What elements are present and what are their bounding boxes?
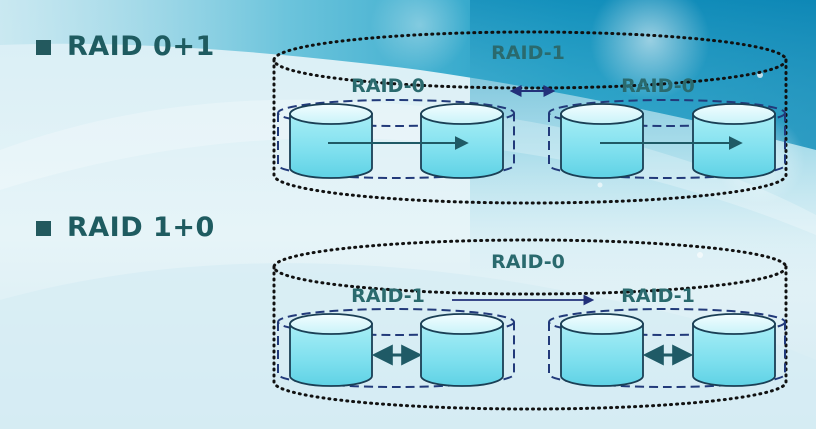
raid-1-plus-0-left-group (277, 308, 515, 388)
raid-0-plus-1-left-group (277, 99, 515, 179)
heading-raid-1-plus-0: RAID 1+0 (36, 212, 215, 243)
raid-1-plus-0-right-group-label: RAID-1 (621, 285, 695, 307)
disk-icon (289, 103, 373, 179)
raid-1-plus-0-left-group-label: RAID-1 (351, 285, 425, 307)
disk-icon (560, 313, 644, 387)
raid-1-plus-0-diagram: RAID-0 RAID-1 RAID-1 (272, 238, 788, 411)
raid-0-plus-1-outer-label: RAID-1 (491, 42, 565, 64)
square-bullet-icon (36, 221, 51, 236)
disk-icon (420, 103, 504, 179)
raid-0-plus-1-right-group-label: RAID-0 (621, 75, 695, 97)
raid-1-plus-0-outer-container (272, 238, 788, 411)
raid-0-plus-1-outer-container (272, 30, 788, 205)
heading-raid-1-plus-0-text: RAID 1+0 (67, 212, 215, 243)
heading-raid-0-plus-1: RAID 0+1 (36, 31, 215, 62)
raid-0-plus-1-left-group-label: RAID-0 (351, 75, 425, 97)
disk-icon (692, 103, 776, 179)
disk-icon (289, 313, 373, 387)
square-bullet-icon (36, 40, 51, 55)
disk-icon (420, 313, 504, 387)
heading-raid-0-plus-1-text: RAID 0+1 (67, 31, 215, 62)
raid-1-plus-0-outer-label: RAID-0 (491, 251, 565, 273)
disk-icon (560, 103, 644, 179)
raid-1-plus-0-right-group (548, 308, 786, 388)
disk-icon (692, 313, 776, 387)
raid-0-plus-1-diagram: RAID-1 RAID-0 RAID-0 (272, 30, 788, 205)
